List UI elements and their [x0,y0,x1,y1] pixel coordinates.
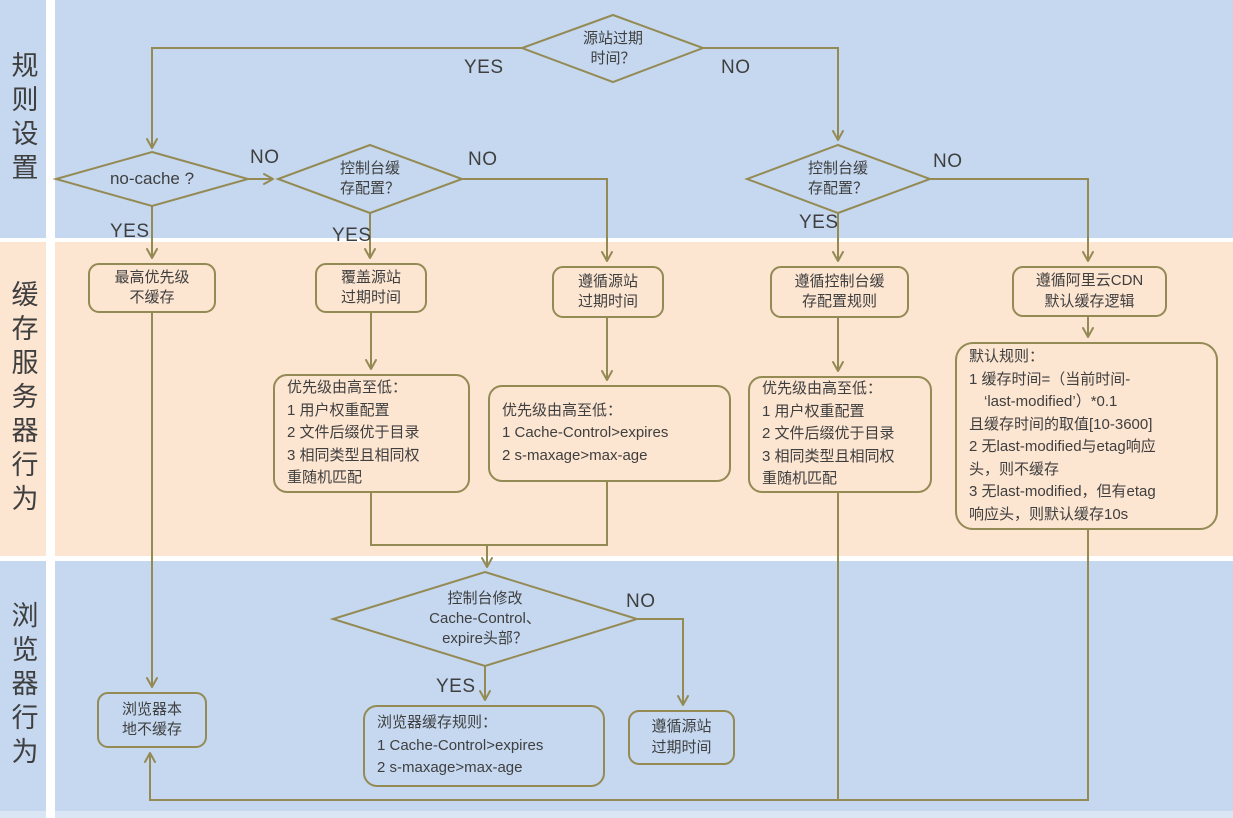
edge-console-right-no [930,178,1094,262]
edge-label-console-left-yes: YES [332,225,372,246]
node-priority-cache-control: 优先级由高至低： 1 Cache-Control>expires 2 s-max… [488,385,731,482]
edge-feedback-to-browser [144,530,1089,801]
node-priority-weight-right: 优先级由高至低： 1 用户权重配置 2 文件后缀优于目录 3 相同类型且相同权 … [748,376,932,493]
edge-label-nocache-no: NO [250,147,280,168]
sidebar-divider [46,0,55,818]
edge-console-left-no [462,178,613,262]
edge-label-modify-no: NO [626,591,656,612]
edge-priority-join [370,482,608,546]
edge-label-console-left-no: NO [468,149,498,170]
band-cache-server [0,242,1233,556]
edge-modify-no [637,618,689,706]
node-highest-priority-no-cache: 最高优先级 不缓存 [88,263,216,313]
node-default-rules: 默认规则： 1 缓存时间=（当前时间- ‘last-modified’）*0.1… [955,342,1218,530]
node-browser-cache-rules: 浏览器缓存规则： 1 Cache-Control>expires 2 s-max… [363,705,605,787]
band-rule-settings [0,0,1233,238]
edge-origin-no [703,47,844,141]
edge-label-origin-yes: YES [464,57,504,78]
node-browser-no-cache: 浏览器本 地不缓存 [97,692,207,748]
node-follow-console-rules: 遵循控制台缓 存配置规则 [770,266,909,318]
node-browser-follow-origin: 遵循源站 过期时间 [628,710,735,765]
sidebar-label-cache-server: 缓存服务器行为 [7,280,38,518]
diamond-origin-expiry [519,13,706,84]
band-footer-strip [0,811,1233,818]
sidebar-label-browser: 浏览器行为 [7,601,38,771]
band-browser [0,561,1233,811]
decision-console-cache-left-label: 控制台缓 存配置？ [339,159,400,197]
decision-origin-expiry-label: 源站过期 时间？ [582,29,643,67]
node-priority-weight-left: 优先级由高至低： 1 用户权重配置 2 文件后缀优于目录 3 相同类型且相同权 … [273,374,470,493]
node-follow-origin-expiry: 遵循源站 过期时间 [552,266,664,318]
node-follow-cdn-default: 遵循阿里云CDN 默认缓存逻辑 [1012,266,1167,317]
edge-origin-yes [146,47,522,149]
node-override-origin-expiry: 覆盖源站 过期时间 [315,263,427,313]
sidebar-label-rule-settings: 规则设置 [7,51,38,187]
decision-console-cache-right-label: 控制台缓 存配置？ [807,159,868,197]
edge-label-modify-yes: YES [436,676,476,697]
decision-no-cache-label: no-cache ? [109,168,195,188]
edge-label-console-right-no: NO [933,151,963,172]
decision-console-modify-headers-label: 控制台修改 Cache-Control、 expire头部？ [429,589,541,648]
edge-label-nocache-yes: YES [110,221,150,242]
edge-label-console-right-yes: YES [799,212,839,233]
edge-label-origin-no: NO [721,57,751,78]
